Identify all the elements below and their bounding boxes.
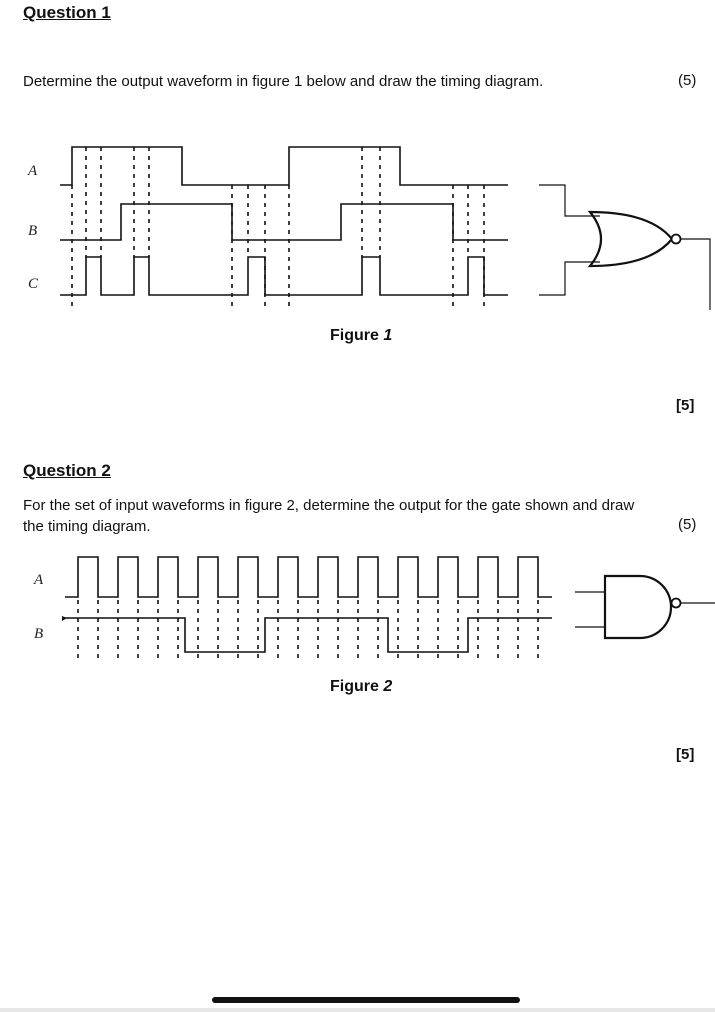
timing-gridlines [77, 600, 539, 663]
q2-marks: (5) [678, 516, 697, 533]
signal-label-c: C [28, 276, 39, 292]
signal-label-a: A [27, 163, 38, 179]
figure-1-caption: Figure 1 [330, 327, 392, 345]
q2-heading: Question 2 [23, 461, 111, 480]
q2-total-marks: [5] [676, 746, 695, 763]
nand-gate-symbol [575, 574, 715, 640]
waveform-c [60, 256, 508, 296]
figure-1-caption-word: Figure [330, 327, 379, 344]
figure-2-caption-number: 2 [383, 678, 393, 695]
q1-total-marks: [5] [676, 397, 695, 414]
figure-2-diagram: A B [33, 556, 715, 663]
q2-instruction-line1: For the set of input waveforms in figure… [23, 497, 635, 514]
figure-1-diagram: A B C [27, 146, 711, 310]
timing-gridlines [71, 147, 485, 307]
figure-1-caption-number: 1 [383, 327, 393, 344]
waveform-b [60, 203, 508, 241]
waveform-a [65, 556, 552, 598]
signal-label-b: B [34, 626, 43, 642]
signal-label-a: A [33, 572, 44, 588]
figure-2-caption-word: Figure [330, 678, 379, 695]
signal-label-b: B [28, 223, 37, 239]
q1-heading: Question 1 [23, 3, 111, 22]
nor-gate-symbol [539, 184, 711, 310]
home-indicator-bar[interactable] [212, 997, 520, 1003]
waveform-b [62, 617, 552, 653]
q1-marks: (5) [678, 72, 697, 89]
bottom-strip [0, 1008, 715, 1012]
q2-instruction-line2: the timing diagram. [23, 518, 151, 535]
figure-2-caption: Figure 2 [330, 678, 392, 696]
waveform-a [60, 146, 508, 186]
q1-instruction: Determine the output waveform in figure … [23, 73, 544, 90]
